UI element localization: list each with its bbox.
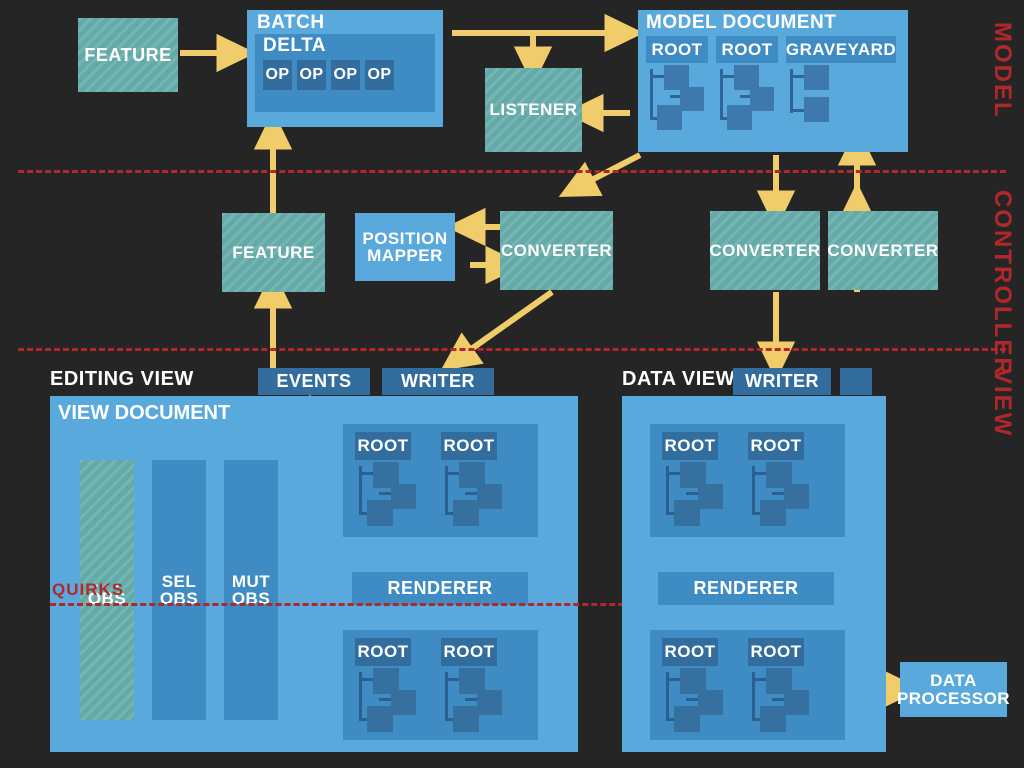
- delta-box[interactable]: DELTA OP OP OP OP: [255, 34, 435, 113]
- root-tab[interactable]: ROOT: [662, 432, 718, 460]
- observer-line2: OBS: [87, 589, 127, 608]
- quirks-divider: [50, 603, 886, 606]
- tab-writer-data[interactable]: WRITER: [733, 368, 831, 395]
- tree-glyph: [359, 462, 429, 526]
- tree-glyph: [445, 668, 515, 732]
- op-box[interactable]: OP: [297, 59, 326, 90]
- root-tab[interactable]: ROOT: [441, 432, 497, 460]
- model-feature-box[interactable]: FEATURE: [78, 18, 178, 92]
- tab-writer-editing[interactable]: WRITER: [382, 368, 494, 395]
- tree-glyph: [650, 65, 708, 131]
- data-lower-roots-panel[interactable]: ROOT ROOT: [650, 630, 845, 740]
- batch-box[interactable]: BATCH DELTA OP OP OP OP: [247, 10, 443, 127]
- root-tab[interactable]: ROOT: [355, 638, 411, 666]
- position-mapper-line1: POSITION: [362, 228, 448, 248]
- editing-renderer[interactable]: RENDERER: [352, 572, 528, 605]
- tree-glyph: [359, 668, 429, 732]
- root-tab[interactable]: ROOT: [646, 36, 708, 64]
- root-tab[interactable]: ROOT: [748, 638, 804, 666]
- observer-generic[interactable]: . . . OBS: [80, 460, 134, 720]
- data-processor-box[interactable]: DATA PROCESSOR: [896, 662, 1011, 717]
- tree-glyph: [666, 668, 736, 732]
- observer-line2: OBS: [159, 589, 199, 608]
- op-box[interactable]: OP: [263, 59, 292, 90]
- data-view-label: DATA VIEW: [622, 368, 736, 390]
- op-box[interactable]: OP: [331, 59, 360, 90]
- tree-glyph: [666, 462, 736, 526]
- layer-label-model: MODEL: [989, 22, 1016, 119]
- converter-editing-box[interactable]: CONVERTER: [500, 211, 613, 290]
- root-tab[interactable]: ROOT: [748, 432, 804, 460]
- tree-glyph: [445, 462, 515, 526]
- tab-blank-data[interactable]: [840, 368, 872, 395]
- observer-line1: SEL: [161, 571, 197, 591]
- tree-glyph: [752, 668, 822, 732]
- model-document-box[interactable]: MODEL DOCUMENT ROOT ROOT: [638, 10, 908, 152]
- batch-title: BATCH: [257, 12, 325, 33]
- observer-mutation[interactable]: MUT OBS: [224, 460, 278, 720]
- quirks-label: QUIRKS: [52, 580, 125, 599]
- position-mapper-box[interactable]: POSITION MAPPER: [355, 213, 455, 281]
- graveyard-tab[interactable]: GRAVEYARD: [786, 36, 896, 64]
- root-tab[interactable]: ROOT: [716, 36, 778, 64]
- data-upper-roots-panel[interactable]: ROOT ROOT: [650, 424, 845, 537]
- observer-line1: MUT: [231, 571, 271, 591]
- data-processor-line1: DATA: [930, 671, 977, 691]
- observer-selection[interactable]: SEL OBS: [152, 460, 206, 720]
- view-document-title: VIEW DOCUMENT: [58, 402, 231, 424]
- tree-glyph: [752, 462, 822, 526]
- observer-line1: . . .: [93, 571, 121, 591]
- converter-data-down-box[interactable]: CONVERTER: [709, 211, 820, 290]
- divider-model-controller: [18, 170, 1006, 173]
- tab-events[interactable]: EVENTS: [258, 368, 370, 395]
- observer-line2: OBS: [231, 589, 271, 608]
- divider-controller-view: [18, 348, 1006, 351]
- converter-data-up-box[interactable]: CONVERTER: [827, 211, 938, 290]
- model-document-title: MODEL DOCUMENT: [646, 12, 837, 33]
- op-box[interactable]: OP: [365, 59, 394, 90]
- controller-feature-box[interactable]: FEATURE: [222, 213, 325, 292]
- editing-view-label: EDITING VIEW: [50, 368, 194, 390]
- editing-lower-roots-panel[interactable]: ROOT ROOT: [343, 630, 538, 740]
- data-renderer[interactable]: RENDERER: [658, 572, 834, 605]
- data-processor-line2: PROCESSOR: [896, 688, 1011, 708]
- root-tab[interactable]: ROOT: [662, 638, 718, 666]
- listener-box[interactable]: LISTENER: [485, 68, 582, 152]
- tree-glyph: [790, 65, 860, 125]
- tree-glyph: [720, 65, 778, 131]
- root-tab[interactable]: ROOT: [355, 432, 411, 460]
- editing-upper-roots-panel[interactable]: ROOT ROOT: [343, 424, 538, 537]
- layer-label-view: VIEW: [989, 368, 1016, 438]
- position-mapper-line2: MAPPER: [367, 246, 443, 265]
- root-tab[interactable]: ROOT: [441, 638, 497, 666]
- layer-label-controller: CONTROLLER: [989, 190, 1016, 377]
- delta-title: DELTA: [263, 35, 327, 57]
